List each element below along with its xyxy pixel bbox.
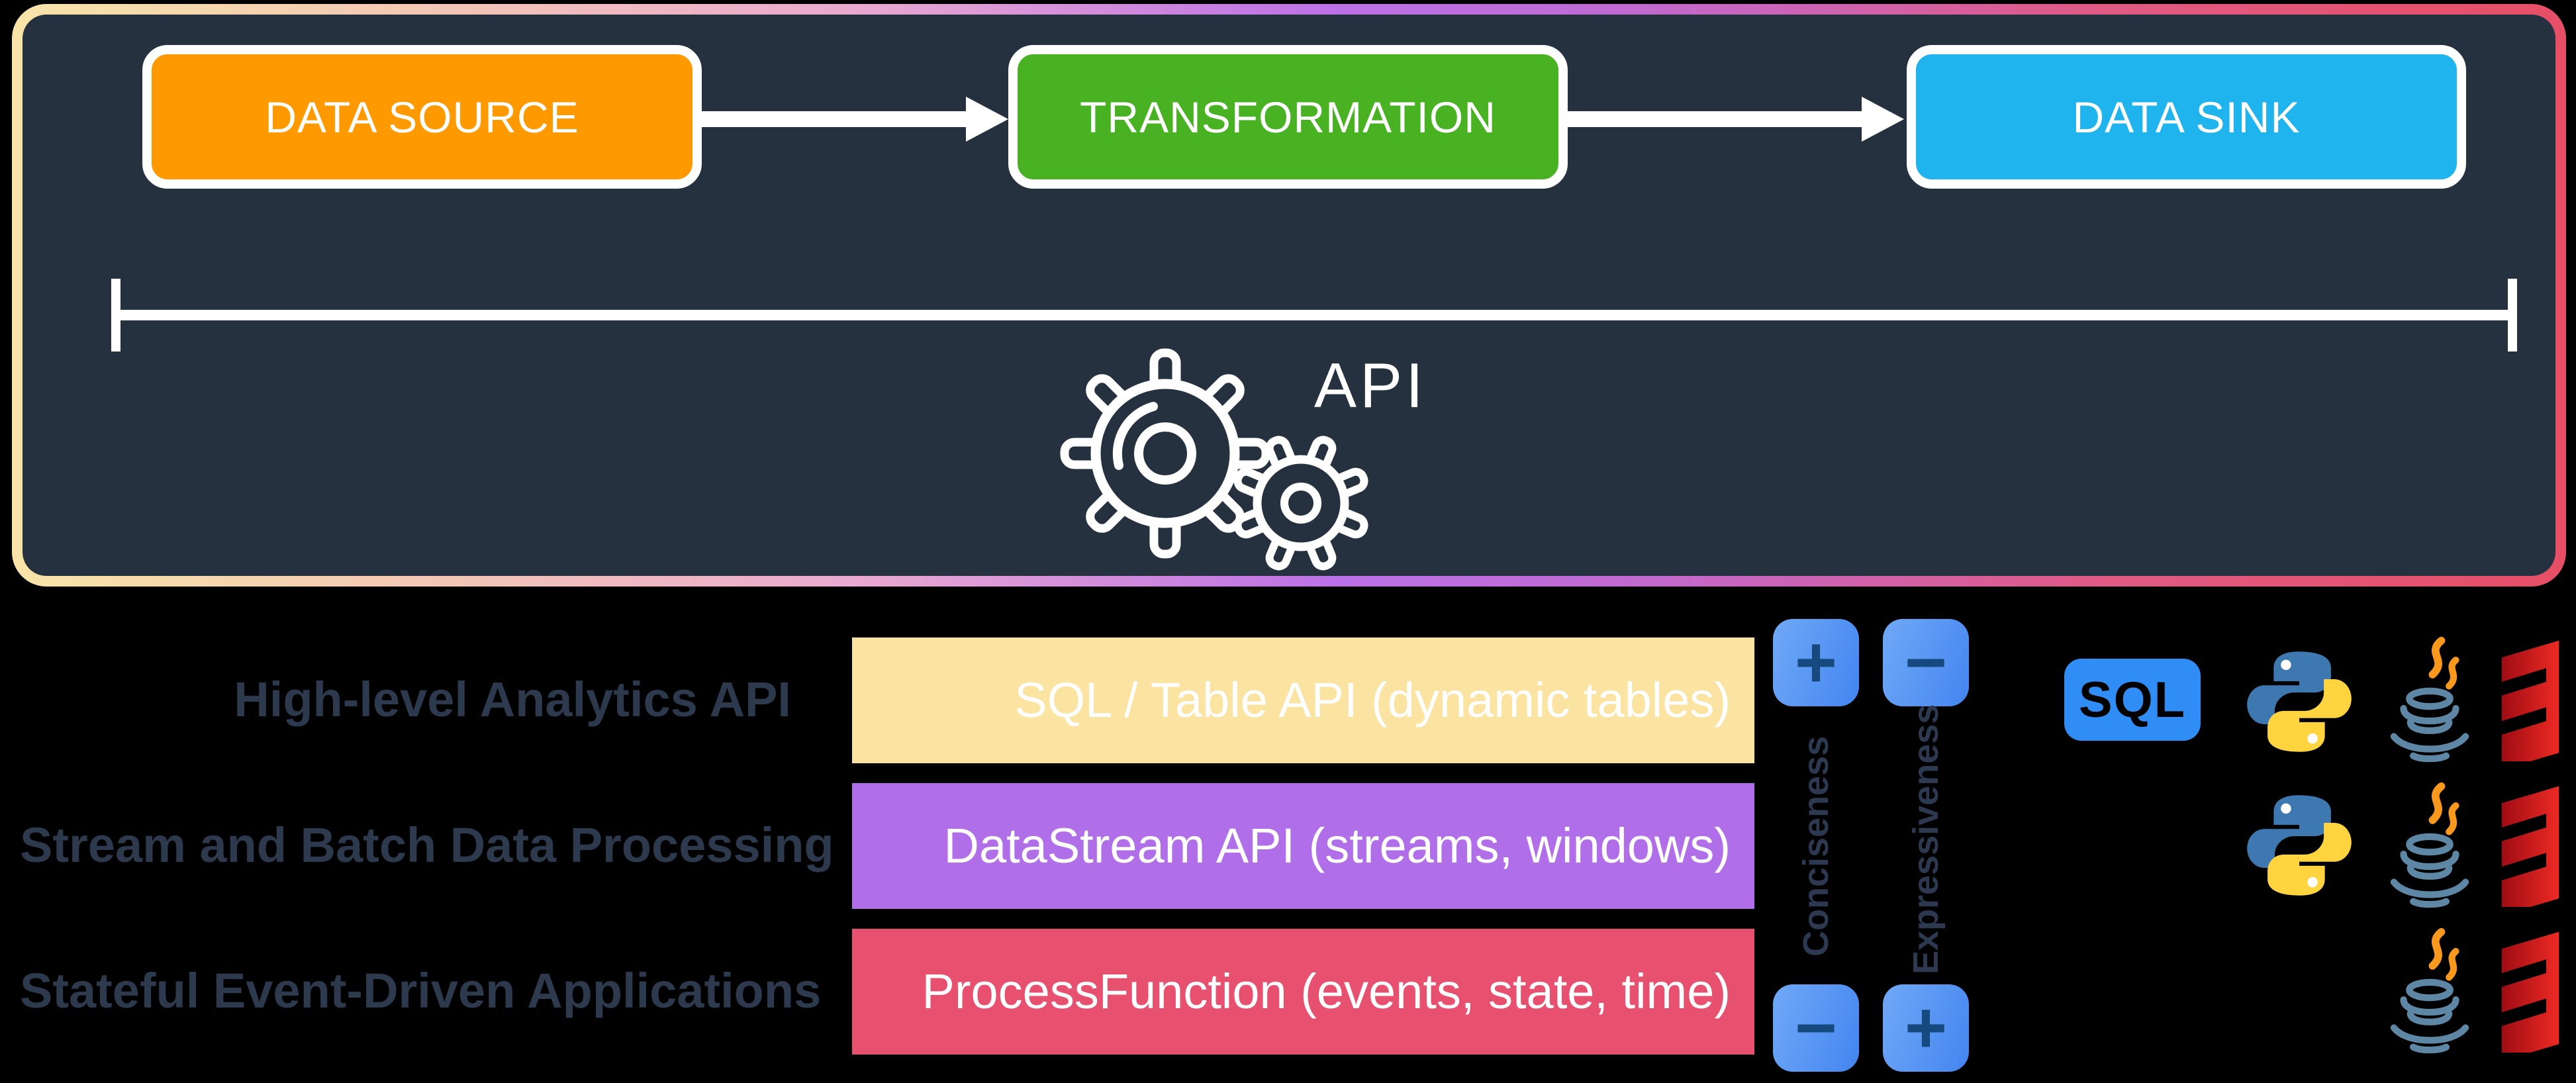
conciseness-axis-label: Conciseness <box>1796 735 1836 957</box>
java-icon <box>2390 637 2469 763</box>
gears-icon <box>1060 348 1368 571</box>
processfunction-box-label: ProcessFunction (events, state, time) <box>922 964 1731 1019</box>
sql-badge: SQL <box>2064 659 2201 741</box>
arrow-shaft <box>700 111 968 127</box>
conciseness-plus-button: + <box>1773 619 1859 706</box>
processfunction-box: ProcessFunction (events, state, time) <box>852 929 1754 1055</box>
java-icon <box>2390 782 2469 908</box>
minus-icon: − <box>1904 622 1948 703</box>
transformation-label: TRANSFORMATION <box>1080 92 1496 142</box>
arrow-shaft <box>1568 111 1864 127</box>
arrow-head-icon <box>966 97 1008 142</box>
java-icon <box>2390 928 2469 1054</box>
flow-arrow-transformation-to-sink <box>1568 97 1904 142</box>
arrow-head-icon <box>1862 97 1904 142</box>
scala-icon <box>2501 786 2559 907</box>
scala-icon <box>2501 931 2559 1053</box>
row-label-stateful-event-driven: Stateful Event-Driven Applications <box>20 963 822 1018</box>
sql-table-api-box-label: SQL / Table API (dynamic tables) <box>1014 673 1731 728</box>
python-icon <box>2247 651 2352 752</box>
conciseness-minus-button: − <box>1773 984 1859 1072</box>
scala-icon <box>2501 640 2559 761</box>
api-span-bracket <box>111 279 2517 352</box>
data-source-node: DATA SOURCE <box>142 45 702 189</box>
minus-icon: − <box>1794 987 1838 1068</box>
data-sink-node: DATA SINK <box>1907 45 2466 189</box>
sql-table-api-box: SQL / Table API (dynamic tables) <box>852 637 1754 763</box>
row-label-high-level-analytics: High-level Analytics API <box>234 672 791 727</box>
row-label-stream-batch: Stream and Batch Data Processing <box>20 818 834 872</box>
sql-badge-label: SQL <box>2078 671 2187 728</box>
python-icon <box>2247 795 2352 896</box>
datastream-api-box: DataStream API (streams, windows) <box>852 783 1754 909</box>
plus-icon: + <box>1794 622 1838 703</box>
expressiveness-plus-button: + <box>1883 984 1969 1072</box>
data-source-label: DATA SOURCE <box>265 92 579 142</box>
api-label: API <box>1314 350 1427 421</box>
data-sink-label: DATA SINK <box>2072 92 2301 142</box>
transformation-node: TRANSFORMATION <box>1008 45 1568 189</box>
flow-arrow-source-to-transformation <box>700 97 1008 142</box>
bracket-line <box>111 310 2517 320</box>
expressiveness-axis-label: Expressiveness <box>1906 704 1946 975</box>
plus-icon: + <box>1904 987 1948 1068</box>
datastream-api-box-label: DataStream API (streams, windows) <box>943 818 1731 873</box>
expressiveness-minus-button: − <box>1883 619 1969 706</box>
